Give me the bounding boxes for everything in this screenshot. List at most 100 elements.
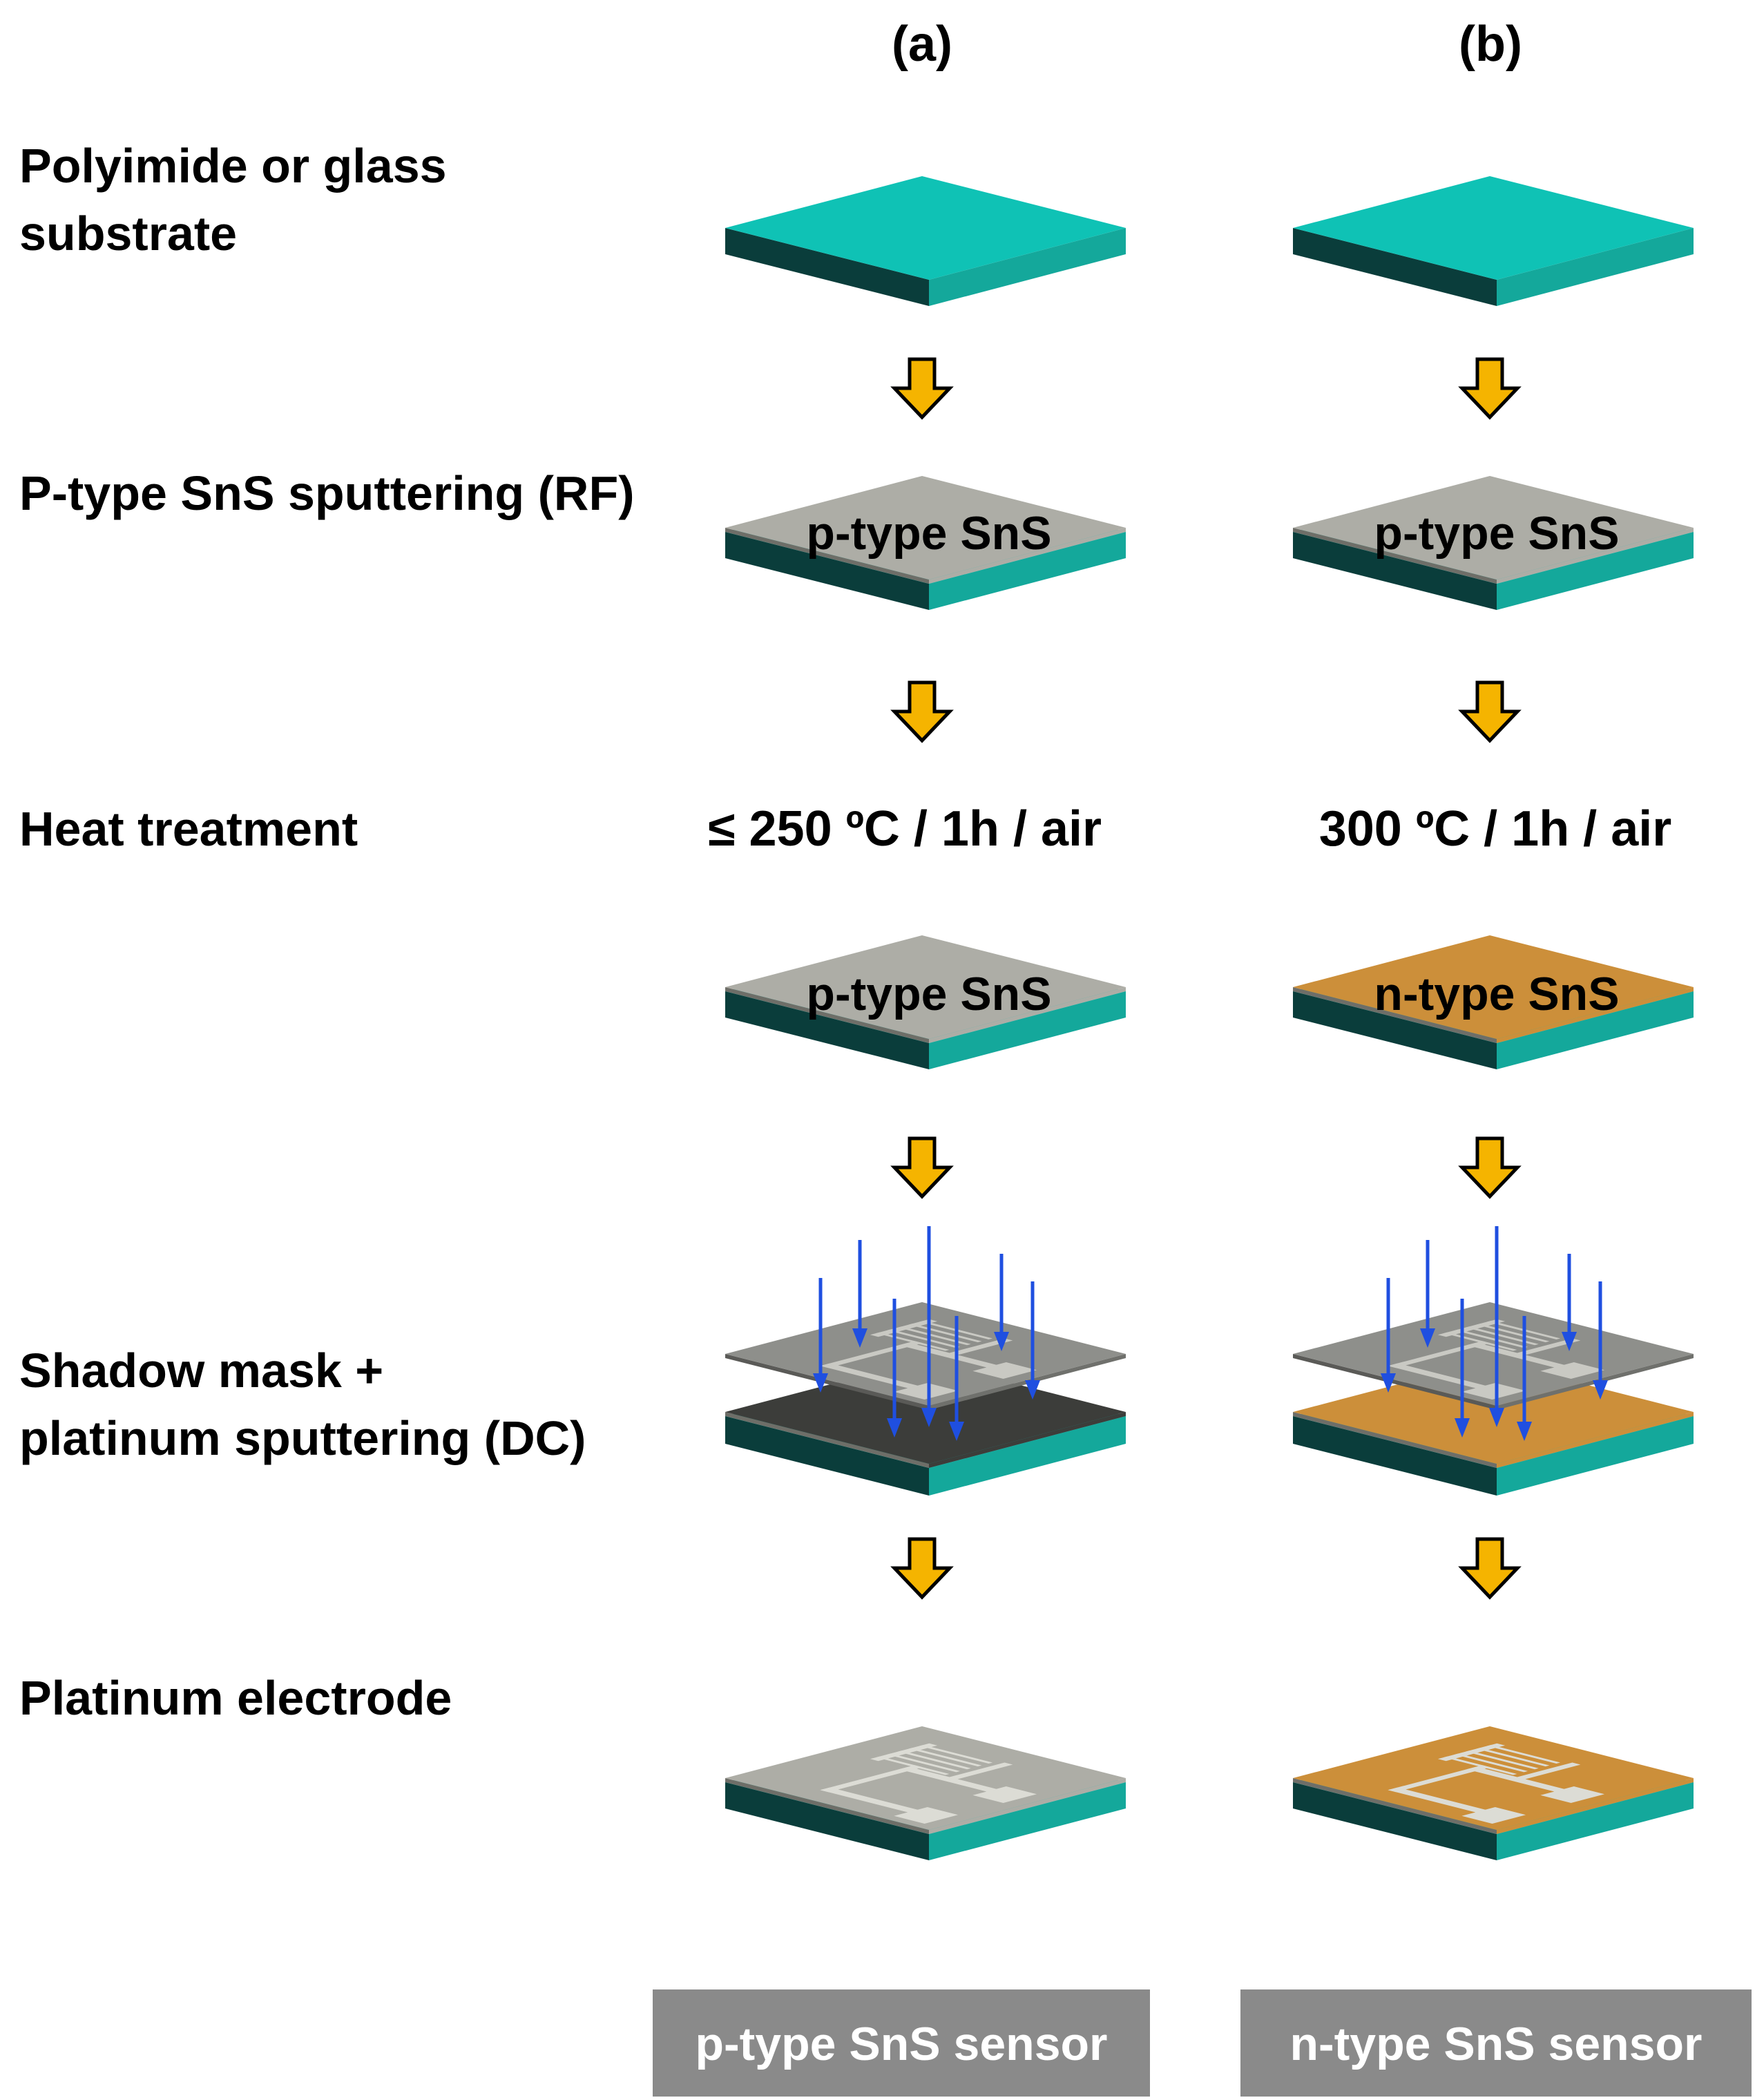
- sputter-substrate-a-left-face: [725, 532, 929, 610]
- platinum-electrode-b-finger: [1487, 1745, 1561, 1764]
- down-arrow-icon: [1458, 680, 1522, 743]
- sputter-film-a-edge-left: [725, 528, 929, 584]
- down-arrow-icon: [921, 1408, 937, 1427]
- down-arrow-icon: [813, 1373, 828, 1393]
- heat-film-b-top: [1293, 935, 1694, 1039]
- film-label-heat-a: p-type SnS: [806, 968, 1051, 1020]
- column-heading-a: (a): [892, 17, 952, 72]
- shadow-mask-a-openings-bus-left: [820, 1363, 922, 1389]
- column-heading-b: (b): [1459, 17, 1522, 72]
- shadow-mask-a-plate: [725, 1302, 1126, 1406]
- down-arrow-icon: [1458, 1136, 1522, 1199]
- final-film-b-edge-left: [1293, 1778, 1497, 1834]
- down-arrow-icon: [1517, 1422, 1532, 1441]
- platinum-electrode-a: [820, 1743, 1037, 1824]
- substrate-plate-b-right-face: [1497, 228, 1694, 306]
- shadow-mask-a-openings-bottom-bar: [946, 1338, 1013, 1356]
- step-label-mask-2: platinum sputtering (DC): [19, 1411, 586, 1465]
- mask-substrate-b-left-face: [1293, 1416, 1497, 1496]
- step-label-electrode: Platinum electrode: [19, 1671, 452, 1725]
- column-b: p-type SnS n-type SnS: [1293, 176, 1694, 1860]
- sputter-film-b-top: [1293, 476, 1694, 580]
- down-arrow-icon: [1458, 1537, 1522, 1600]
- final-substrate-b-right-face: [1497, 1782, 1694, 1860]
- heat-film-a-edge-left: [725, 987, 929, 1043]
- heat-substrate-b-left-face: [1293, 991, 1497, 1069]
- down-arrow-icon: [890, 680, 954, 743]
- film-label-heat-b: n-type SnS: [1374, 968, 1619, 1020]
- film-label-sputter-a: p-type SnS: [806, 507, 1051, 560]
- final-film-a-edge-left: [725, 1778, 929, 1834]
- platinum-electrode-a-bottom-bar: [946, 1762, 1013, 1780]
- mask-film-b-edge-right: [1497, 1412, 1694, 1468]
- shadow-mask-a-openings-pad-right: [972, 1362, 1037, 1379]
- down-arrow-icon: [994, 1332, 1009, 1351]
- down-arrow-icon: [887, 1418, 902, 1438]
- down-arrow-icon: [852, 1328, 867, 1348]
- platinum-electrode-a-finger: [897, 1750, 971, 1770]
- result-box-b: [1240, 1989, 1752, 2097]
- down-arrow-icon: [1458, 357, 1522, 420]
- down-arrow-icon: [1381, 1373, 1396, 1393]
- platinum-electrode-b-bus-right: [1466, 1766, 1569, 1793]
- down-arrow-icon: [890, 357, 954, 420]
- result-label-a: p-type SnS sensor: [695, 2018, 1107, 2070]
- heat-film-b-edge-right: [1497, 987, 1694, 1043]
- shadow-mask-b-openings-bottom-bar: [1513, 1338, 1581, 1356]
- platinum-electrode-a-finger: [919, 1745, 993, 1764]
- mask-film-a-edge-right: [929, 1412, 1126, 1468]
- mask-film-b-edge-left: [1293, 1412, 1497, 1468]
- heat-substrate-a-right-face: [929, 991, 1126, 1069]
- mask-substrate-b-right-face: [1497, 1416, 1694, 1496]
- shadow-mask-b-openings-pad-left: [1461, 1383, 1526, 1400]
- heat-film-a-edge-right: [929, 987, 1126, 1043]
- platinum-electrode-b-pad-left: [1461, 1807, 1526, 1824]
- column-a: p-type SnS p-type SnS: [725, 176, 1126, 1860]
- down-arrow-icon: [1562, 1332, 1577, 1351]
- sputter-substrate-a-right-face: [929, 532, 1126, 610]
- mask-substrate-a-right-face: [929, 1416, 1126, 1496]
- platinum-electrode-a-bridge-left: [820, 1765, 923, 1793]
- condition-b: 300 ºC / 1h / air: [1319, 801, 1672, 857]
- platinum-electrode-b-finger: [1465, 1750, 1539, 1770]
- down-arrow-icon: [890, 1136, 954, 1199]
- shadow-mask-b-plate: [1293, 1302, 1694, 1406]
- platinum-electrode-b: [1388, 1743, 1605, 1824]
- mask-film-a-edge-left: [725, 1412, 929, 1468]
- shadow-mask-b-edge: [1293, 1354, 1497, 1410]
- step-label-substrate-2: substrate: [19, 207, 237, 260]
- shadow-mask-b-openings-finger: [1465, 1326, 1539, 1346]
- down-arrow-icon: [1455, 1418, 1470, 1438]
- platinum-electrode-b-bottom-bar: [1513, 1762, 1581, 1780]
- substrate-plate-b-top: [1293, 176, 1694, 280]
- condition-a: ≤ 250 ºC / 1h / air: [708, 801, 1102, 857]
- shadow-mask-a-openings-bridge-left: [820, 1341, 923, 1368]
- down-arrow-icon: [1420, 1328, 1435, 1348]
- shadow-mask-a-openings: [820, 1319, 1037, 1400]
- step-label-sputter: P-type SnS sputtering (RF): [19, 466, 635, 520]
- heat-substrate-b-right-face: [1497, 991, 1694, 1069]
- down-arrow-icon: [890, 1537, 954, 1600]
- platinum-electrode-a-pad-right: [972, 1786, 1037, 1803]
- platinum-electrode-a-pad-left: [894, 1807, 959, 1824]
- down-arrow-icon: [949, 1422, 964, 1441]
- sputter-substrate-b-left-face: [1293, 532, 1497, 610]
- platinum-electrode-a-finger: [908, 1748, 982, 1767]
- platinum-electrode-a-bus-right: [899, 1766, 1001, 1793]
- platinum-electrode-a-finger: [876, 1756, 950, 1775]
- shadow-mask-b-openings-finger: [1476, 1324, 1550, 1343]
- platinum-electrode-b-finger: [1476, 1748, 1550, 1767]
- platinum-electrode-b-bus-left: [1388, 1787, 1490, 1813]
- final-film-b-top: [1293, 1726, 1694, 1830]
- film-label-sputter-b: p-type SnS: [1374, 507, 1619, 560]
- platinum-electrode-b-pad-right: [1540, 1786, 1605, 1803]
- shadow-mask-b-openings-pad-right: [1540, 1362, 1605, 1379]
- shadow-mask-a-openings-finger: [897, 1326, 971, 1346]
- sputter-film-b-edge-left: [1293, 528, 1497, 584]
- substrate-plate-a-top: [725, 176, 1126, 280]
- platinum-electrode-b-finger: [1455, 1753, 1528, 1773]
- platinum-electrode-a-bus-left: [820, 1787, 922, 1813]
- final-substrate-b-left-face: [1293, 1782, 1497, 1860]
- shadow-mask-a-openings-finger: [908, 1324, 982, 1343]
